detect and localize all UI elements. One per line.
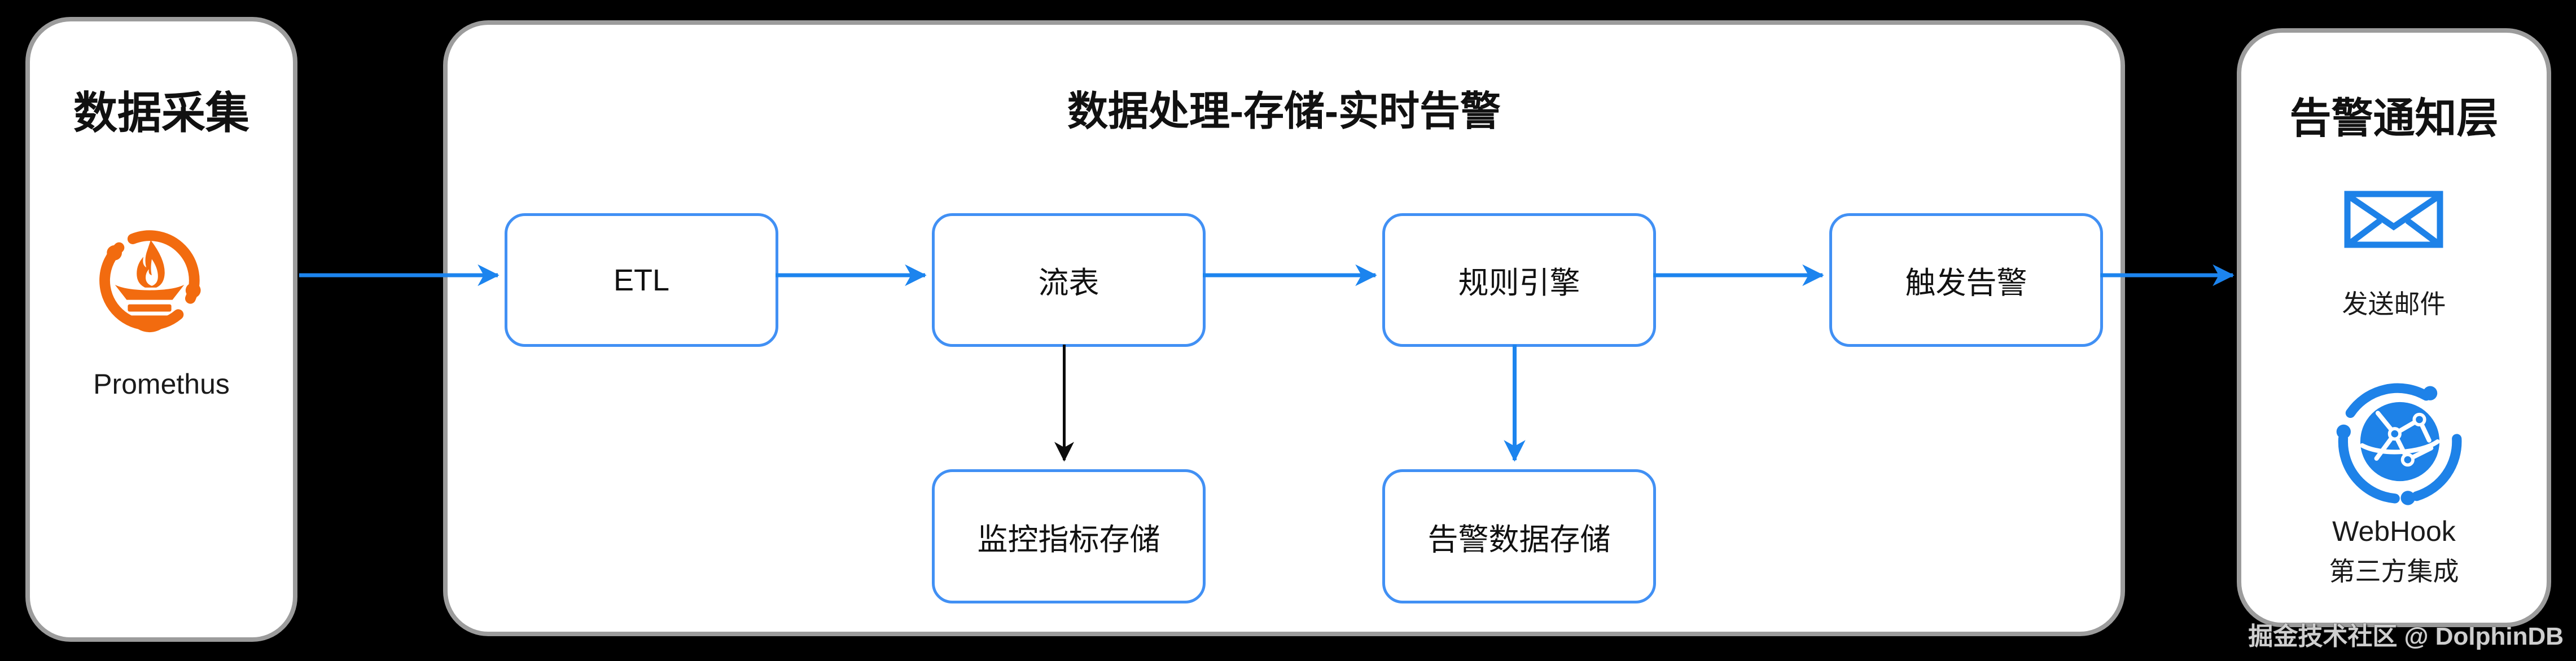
webhook-label: WebHook (2332, 515, 2456, 547)
node-flow-table: 流表 (932, 213, 1206, 347)
node-rule-engine: 规则引擎 (1382, 213, 1656, 347)
node-alert-data-storage: 告警数据存储 (1382, 469, 1656, 603)
node-etl-label: ETL (613, 263, 670, 297)
webhook-sublabel: 第三方集成 (2329, 557, 2459, 586)
panel-title-data-collection: 数据采集 (73, 88, 249, 138)
webhook-globe-icon (2336, 383, 2462, 505)
email-label: 发送邮件 (2342, 289, 2446, 319)
panel-data-collection: 数据采集 Promethus (25, 17, 297, 642)
prometheus-node-label: Promethus (93, 368, 230, 400)
panel-processing-storage-alert: 数据处理-存储-实时告警 ETL 流表 规则引擎 触发告警 监控指标存储 告警数… (443, 20, 2125, 636)
prometheus-torch-icon (99, 230, 201, 333)
node-trigger-alert-label: 触发告警 (1905, 266, 2027, 300)
node-rule-engine-label: 规则引擎 (1458, 266, 1580, 300)
mail-envelope-icon (2344, 191, 2443, 248)
node-flow-table-label: 流表 (1038, 266, 1099, 300)
panel-title-processing: 数据处理-存储-实时告警 (1067, 89, 1501, 134)
node-metric-storage-label: 监控指标存储 (977, 522, 1160, 557)
node-metric-storage: 监控指标存储 (932, 469, 1206, 603)
node-trigger-alert: 触发告警 (1829, 213, 2103, 347)
watermark-text: 掘金技术社区 @ DolphinDB (2248, 623, 2564, 650)
node-alert-data-storage-label: 告警数据存储 (1427, 522, 1611, 557)
panel-title-notification: 告警通知层 (2289, 95, 2499, 142)
node-etl: ETL (505, 213, 778, 347)
panel-alert-notification: 告警通知层 发送邮件 (2237, 28, 2551, 627)
